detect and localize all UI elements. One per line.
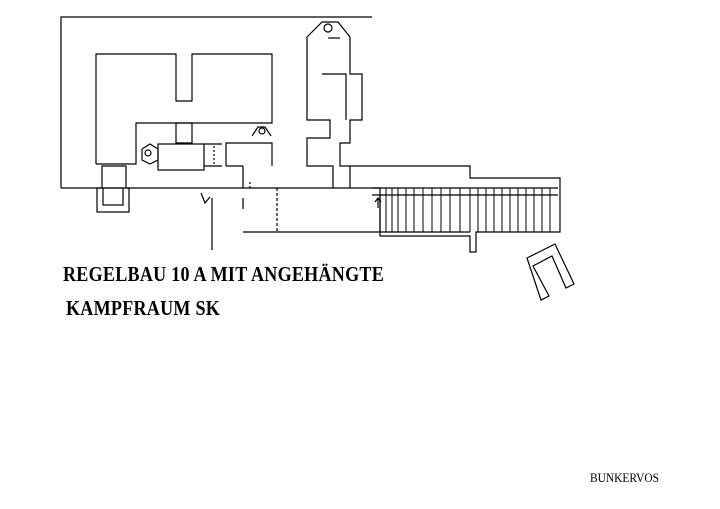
gallery <box>200 182 380 250</box>
kampfraum-sk <box>350 165 561 253</box>
stair-treads <box>385 188 551 232</box>
plan-title-line-1: REGELBAU 10 A MIT ANGEHÄNGTE <box>63 262 385 286</box>
trench-shelter <box>526 243 575 301</box>
plan-title-line-2: KAMPFRAUM SK <box>66 296 221 320</box>
outer-walls <box>60 16 372 189</box>
entrance-niche <box>96 165 130 213</box>
right-annex <box>225 126 273 188</box>
embrasure-block <box>141 143 222 171</box>
credit-text: BUNKERVOS <box>590 470 660 485</box>
corridor-tower <box>306 21 363 188</box>
main-room <box>95 53 273 165</box>
vent-marker <box>374 197 382 208</box>
